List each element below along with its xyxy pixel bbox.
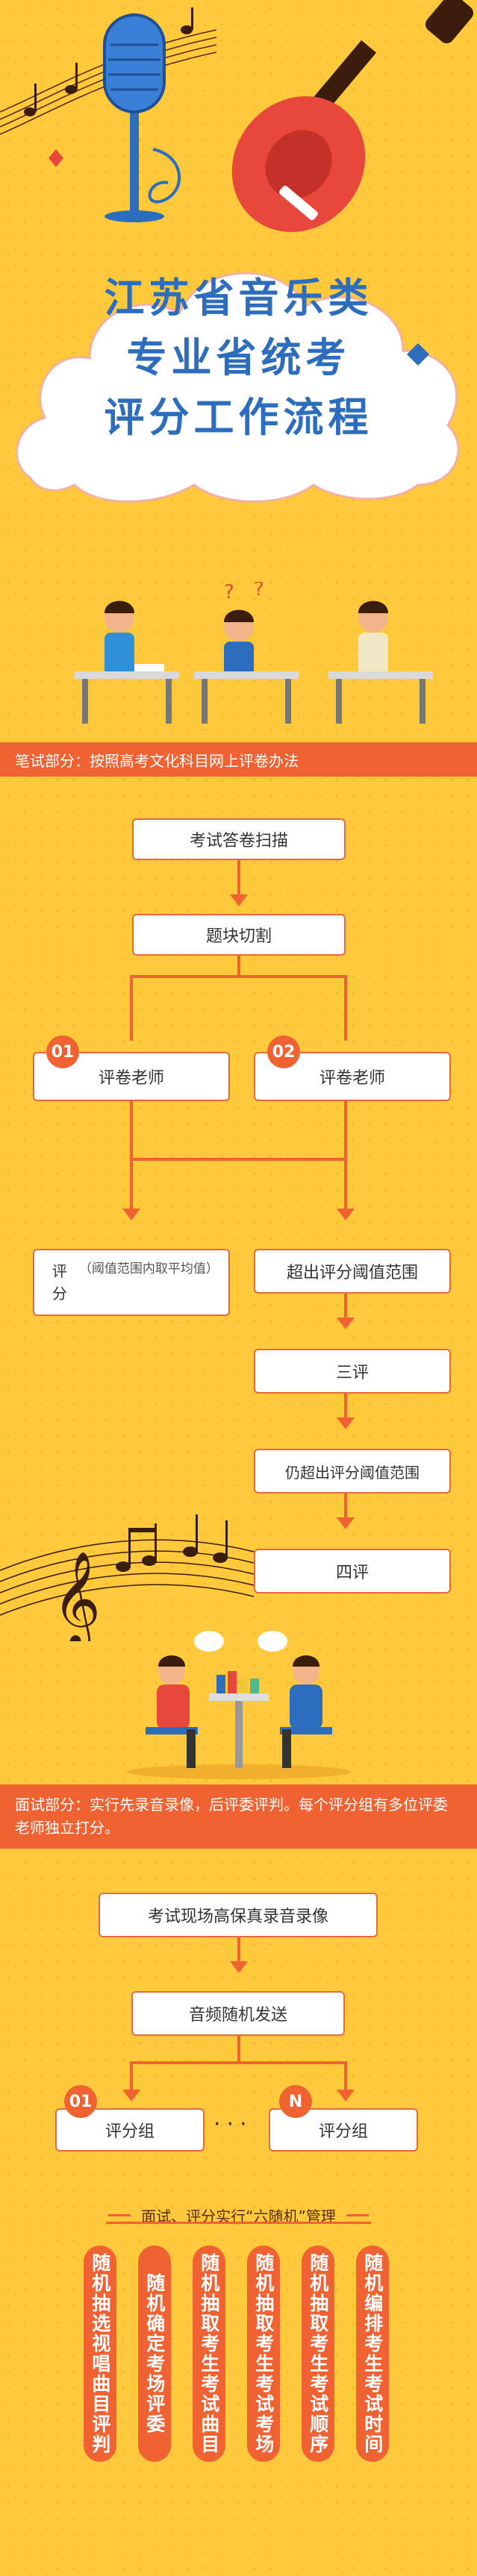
person-icon [280, 1655, 332, 1768]
flow-connector [130, 1158, 346, 1161]
flow-connector [237, 956, 240, 977]
question-mark-icon: ? [224, 582, 234, 604]
six-random-connector [106, 2222, 371, 2224]
still-exceed-box: 仍超出评分阈值范围 [254, 1449, 451, 1494]
flow-connector [130, 975, 346, 978]
flow-arrow [122, 2090, 140, 2102]
flow-connector [130, 1101, 133, 1159]
score-label: 评分 [52, 1262, 67, 1303]
marker-01: 01 [46, 1035, 79, 1068]
random-item-1: 随机抽选视唱曲目评判 [84, 2246, 116, 2462]
marker-01: 01 [64, 2085, 97, 2118]
flow-connector [344, 1294, 347, 1320]
student-icon: ? ? [194, 582, 299, 724]
flow-connector [130, 2061, 346, 2064]
flow-arrow [230, 1961, 248, 1973]
interview-scene-illustration [127, 1631, 351, 1779]
sparkle-icon [407, 343, 429, 366]
flow-connector [344, 2061, 347, 2091]
step-record: 考试现场高保真录音录像 [99, 1893, 378, 1937]
flow-arrow [337, 1317, 355, 1329]
marker-n: N [279, 2085, 312, 2118]
flow-arrow [337, 1517, 355, 1529]
music-note-icon [116, 1514, 228, 1572]
score-note: （阈值范围内取平均值） [78, 1262, 219, 1276]
student-icon [75, 601, 179, 724]
music-staff-illustration: 𝄞 [0, 1514, 254, 1641]
interview-section-banner: 面试部分：实行先录音录像，后评委评判。每个评分组有多位评委老师独立打分。 [0, 1784, 477, 1849]
microphone-icon [103, 13, 181, 222]
flow-connector [237, 1937, 240, 1964]
random-item-4: 随机抽取考生考试考场 [247, 2246, 280, 2462]
flow-connector [237, 860, 240, 896]
flow-arrow [337, 1209, 355, 1220]
student-icon [328, 601, 433, 724]
exam-students-illustration: ? ? [75, 582, 433, 724]
flow-connector [344, 1158, 347, 1209]
music-staff-decoration [0, 29, 217, 135]
flow-connector [130, 1158, 133, 1209]
treble-clef-icon: 𝄞 [52, 1550, 101, 1641]
flow-connector [344, 1394, 347, 1420]
title-cloud [16, 272, 460, 503]
flow-connector [344, 1101, 347, 1159]
random-item-2: 随机确定考场评委 [138, 2246, 171, 2462]
flow-arrow [230, 894, 248, 906]
person-icon [146, 1655, 198, 1768]
flow-arrow [337, 2090, 355, 2102]
marker-02: 02 [267, 1035, 300, 1068]
flow-arrow [337, 1417, 355, 1429]
sparkle-icon [49, 149, 63, 167]
random-item-6: 随机编排考生考试时间 [356, 2246, 389, 2462]
fourth-review-box: 四评 [254, 1549, 451, 1593]
teacher-box-left: 评卷老师 [33, 1052, 230, 1101]
flow-connector [130, 975, 133, 1041]
flow-connector [344, 1494, 347, 1520]
random-item-3: 随机抽取考生考试曲目 [193, 2246, 225, 2462]
flow-connector [130, 2061, 133, 2091]
written-section-banner: 笔试部分：按照高考文化科目网上评卷办法 [0, 742, 477, 777]
random-item-5: 随机抽取考生考试顺序 [302, 2246, 334, 2462]
header-illustration [0, 0, 474, 503]
flow-arrow [122, 1209, 140, 1220]
flow-connector [237, 2036, 240, 2063]
title-line-1: 江苏省音乐类 [104, 274, 373, 322]
title-line-3: 评分工作流程 [104, 393, 373, 441]
ellipsis: ··· [213, 2111, 253, 2137]
score-average-box: 评分 （阈值范围内取平均值） [33, 1249, 230, 1316]
step-send-audio: 音频随机发送 [131, 1991, 345, 2036]
question-mark-icon: ? [254, 582, 264, 601]
step-block-cut: 题块切割 [132, 914, 346, 956]
guitar-icon [231, 0, 474, 233]
title-line-2: 专业省统考 [126, 333, 351, 381]
step-scan-answers: 考试答卷扫描 [132, 818, 346, 860]
exceed-threshold-box: 超出评分阈值范围 [254, 1249, 451, 1294]
third-review-box: 三评 [254, 1349, 451, 1394]
flow-connector [344, 975, 347, 1041]
